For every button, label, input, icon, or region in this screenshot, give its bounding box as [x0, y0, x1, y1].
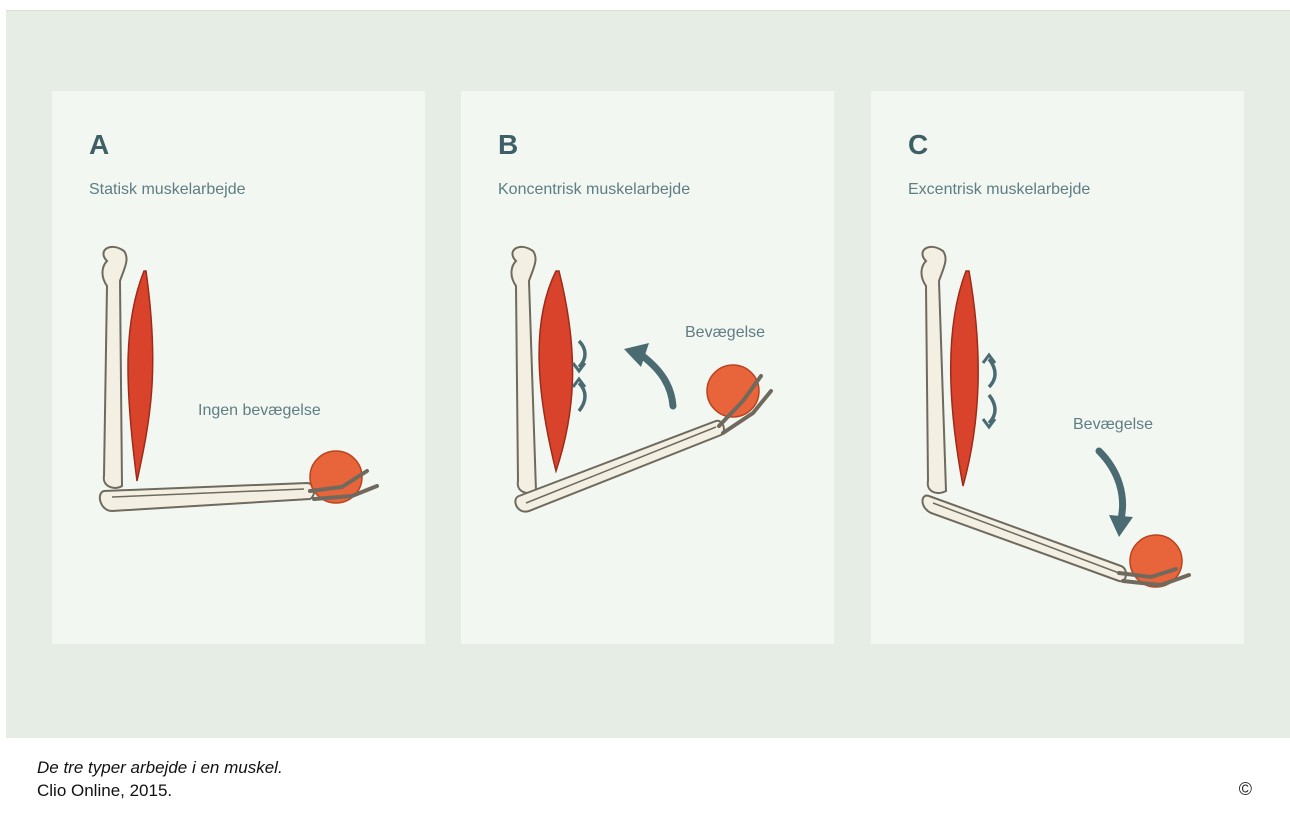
humerus-bone	[102, 247, 126, 488]
movement-arrow-icon	[639, 353, 673, 406]
figure: A Statisk muskelarbejde Ingen bevægelse …	[6, 10, 1290, 738]
biceps-muscle	[128, 271, 153, 481]
copyright-icon[interactable]: ©	[1239, 779, 1252, 800]
arm-illustration-static: Ingen bevægelse	[52, 91, 425, 644]
arm-illustration-eccentric: Bevægelse	[871, 91, 1244, 644]
figure-caption: De tre typer arbejde i en muskel. Clio O…	[37, 756, 283, 802]
movement-arrow-icon	[1099, 451, 1123, 519]
panel-b: B Koncentrisk muskelarbejde Bevægelse	[461, 91, 834, 644]
caption-text: De tre typer arbejde i en muskel.	[37, 756, 283, 779]
panel-a: A Statisk muskelarbejde Ingen bevægelse	[52, 91, 425, 644]
panel-c: C Excentrisk muskelarbejde Bevægelse	[871, 91, 1244, 644]
movement-label: Bevægelse	[685, 324, 765, 341]
humerus-bone	[511, 247, 536, 493]
arm-illustration-concentric: Bevægelse	[461, 91, 834, 644]
biceps-muscle	[951, 271, 979, 486]
caption-credit: Clio Online, 2015.	[37, 779, 283, 802]
biceps-muscle	[539, 271, 573, 471]
forearm-bone	[100, 483, 314, 511]
movement-label: Ingen bevægelse	[198, 402, 321, 419]
humerus-bone	[921, 247, 946, 493]
forearm-bone	[923, 496, 1127, 582]
movement-label: Bevægelse	[1073, 416, 1153, 433]
